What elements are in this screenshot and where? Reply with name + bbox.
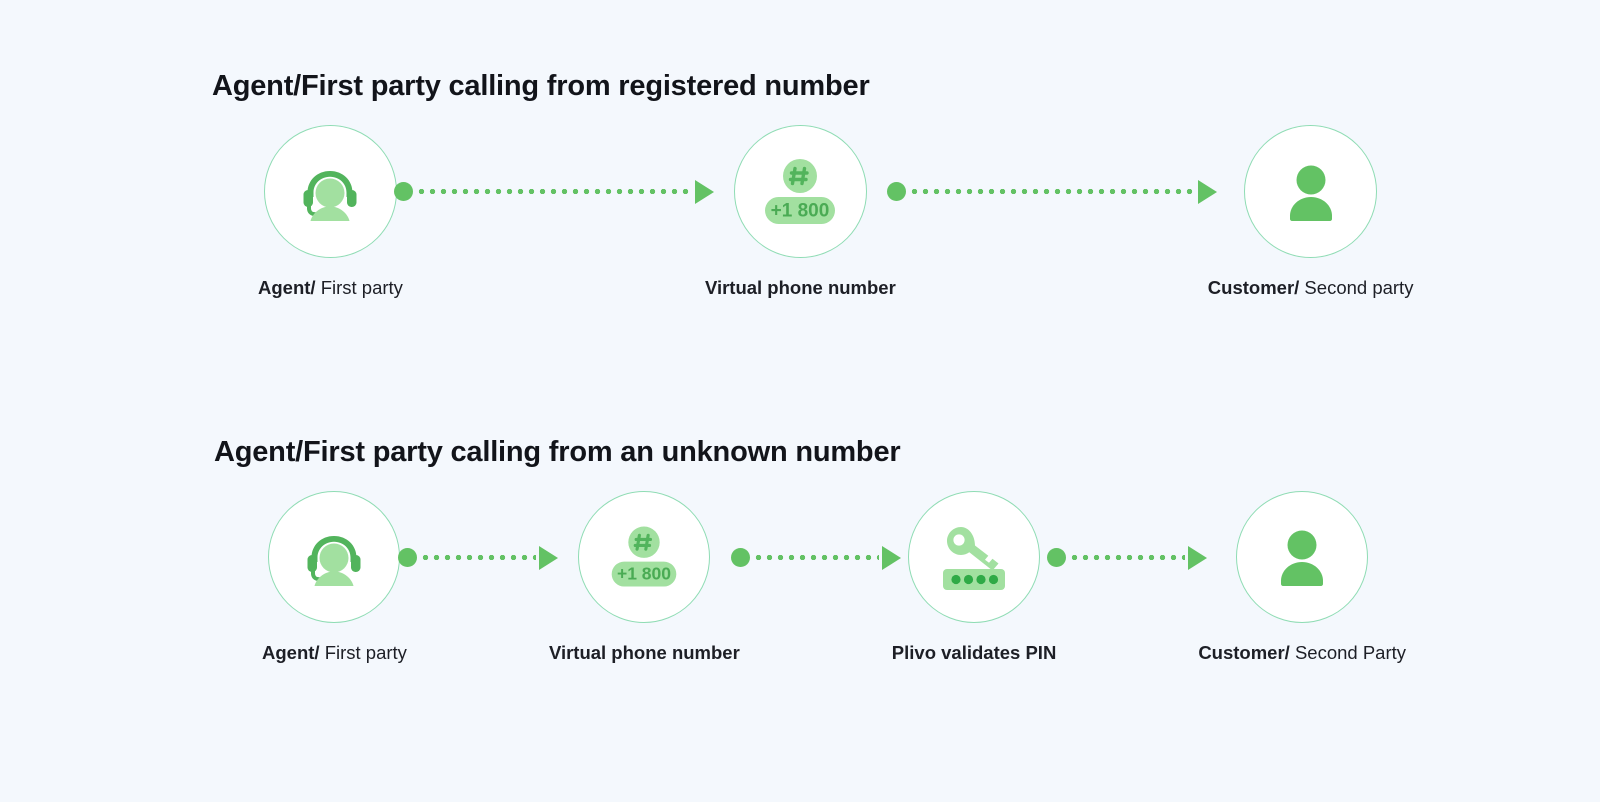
caption-bold: Plivo validates PIN bbox=[891, 642, 1057, 663]
flow-row: Agent/ First party bbox=[0, 491, 1600, 663]
hash-phone-number-icon: +1 800 bbox=[612, 526, 677, 587]
connector-dot bbox=[886, 182, 906, 201]
caption-bold: Agent/ bbox=[258, 277, 316, 298]
node-caption: Customer/ Second Party bbox=[1198, 642, 1407, 663]
flow-connector bbox=[1047, 491, 1208, 624]
node-caption: Customer/ Second party bbox=[1207, 277, 1414, 298]
caption-rest: First party bbox=[315, 277, 403, 298]
flow-connector bbox=[393, 125, 714, 258]
headset-agent-icon bbox=[307, 536, 361, 586]
key-pin-icon bbox=[943, 527, 1006, 590]
flow-node-agent: Agent/ First party bbox=[258, 125, 403, 298]
caption-bold: Virtual phone number bbox=[704, 277, 896, 298]
section-title: Agent/First party calling from an unknow… bbox=[214, 436, 901, 468]
flow-section-registered-number: Agent/First party calling from registere… bbox=[0, 70, 1600, 298]
connector-dotted-line bbox=[415, 189, 692, 194]
node-caption: Virtual phone number bbox=[704, 277, 896, 298]
flow-node-customer: Customer/ Second Party bbox=[1198, 491, 1406, 663]
caption-rest: Second Party bbox=[1289, 642, 1407, 663]
caption-rest: Second party bbox=[1299, 277, 1414, 298]
node-circle bbox=[908, 491, 1041, 623]
virtual-number-badge-text: +1 800 bbox=[771, 200, 830, 221]
flow-row: Agent/ First party bbox=[0, 125, 1600, 298]
connector-arrow-icon bbox=[881, 545, 901, 570]
connector-dot bbox=[397, 548, 417, 567]
virtual-number-badge-text: +1 800 bbox=[617, 564, 671, 584]
headset-agent-icon bbox=[303, 170, 357, 221]
flow-connector bbox=[397, 491, 558, 624]
caption-bold: Virtual phone number bbox=[548, 642, 740, 663]
connector-dot bbox=[1047, 548, 1067, 567]
caption-bold: Customer/ bbox=[1198, 642, 1290, 663]
person-customer-icon bbox=[1289, 165, 1332, 221]
connector-dotted-line bbox=[1069, 555, 1186, 560]
node-circle bbox=[268, 491, 401, 623]
node-circle: +1 800 bbox=[578, 491, 711, 623]
hash-phone-number-icon: +1 800 bbox=[765, 158, 836, 224]
connector-dot bbox=[393, 182, 413, 201]
node-circle bbox=[263, 125, 397, 258]
connector-dotted-line bbox=[752, 555, 879, 560]
flow-node-customer: Customer/ Second party bbox=[1207, 125, 1414, 298]
connector-dotted-line bbox=[908, 189, 1195, 194]
flow-node-virtual-number: +1 800 Virtual phone number bbox=[705, 125, 896, 298]
connector-dot bbox=[730, 548, 750, 567]
node-circle bbox=[1244, 125, 1378, 258]
flow-node-virtual-number: +1 800 Virtual phone number bbox=[549, 491, 740, 663]
connector-arrow-icon bbox=[694, 179, 714, 204]
person-customer-icon bbox=[1281, 530, 1324, 586]
flow-section-unknown-number: Agent/First party calling from an unknow… bbox=[0, 436, 1600, 663]
connector-arrow-icon bbox=[538, 545, 558, 570]
connector-arrow-icon bbox=[1197, 179, 1217, 204]
node-circle: +1 800 bbox=[733, 125, 867, 258]
connector-arrow-icon bbox=[1188, 545, 1208, 570]
connector-dotted-line bbox=[419, 555, 536, 560]
flow-connector bbox=[730, 491, 901, 624]
node-circle bbox=[1236, 491, 1369, 623]
caption-bold: Customer/ bbox=[1207, 277, 1300, 298]
node-caption: Agent/ First party bbox=[258, 277, 403, 298]
node-caption: Virtual phone number bbox=[548, 642, 740, 663]
flow-connector bbox=[886, 125, 1217, 258]
caption-rest: First party bbox=[319, 642, 407, 663]
caption-bold: Agent/ bbox=[262, 642, 320, 663]
flow-node-pin-validation: Plivo validates PIN bbox=[891, 491, 1057, 663]
node-caption: Plivo validates PIN bbox=[891, 642, 1057, 663]
section-title: Agent/First party calling from registere… bbox=[212, 70, 870, 102]
flow-node-agent: Agent/ First party bbox=[262, 491, 407, 663]
node-caption: Agent/ First party bbox=[262, 642, 407, 663]
